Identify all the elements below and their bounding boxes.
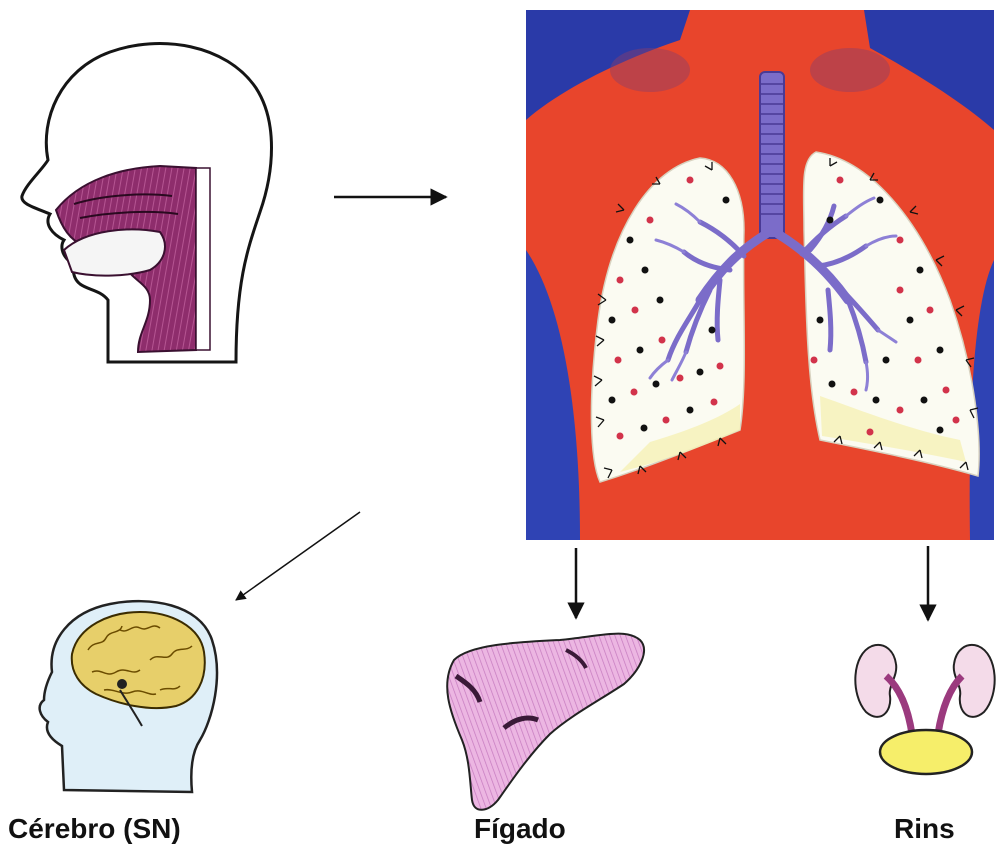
label-brain: Cérebro (SN) bbox=[8, 815, 181, 843]
kidneys-bladder-icon bbox=[855, 645, 994, 774]
arrow-to-brain bbox=[236, 512, 360, 600]
head-sagittal-icon bbox=[22, 44, 272, 362]
label-kidneys: Rins bbox=[894, 815, 955, 843]
liver-icon bbox=[447, 634, 644, 810]
brain-head-icon bbox=[40, 601, 217, 792]
lungs-torso-icon bbox=[526, 10, 994, 540]
label-liver: Fígado bbox=[474, 815, 566, 843]
